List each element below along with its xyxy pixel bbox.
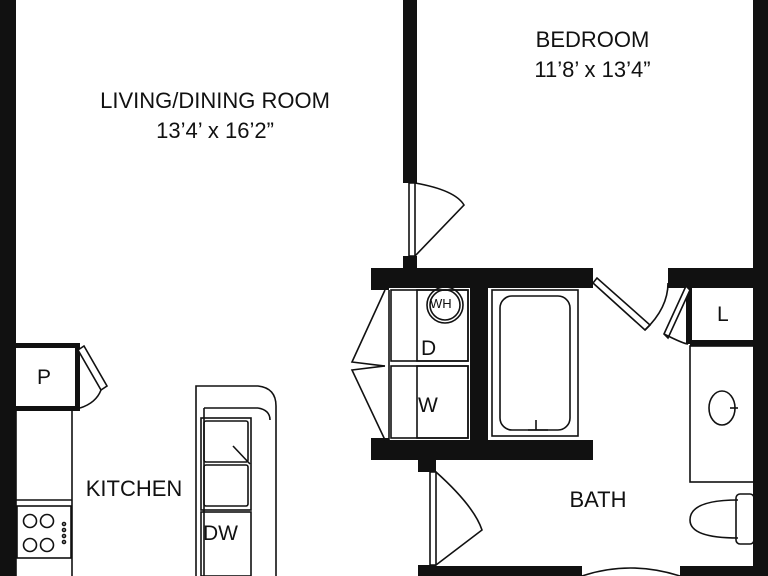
pantry-door <box>76 344 109 409</box>
water-heater-label: WH <box>430 296 452 311</box>
dishwasher <box>200 511 252 576</box>
bedroom-name: BEDROOM <box>535 27 650 52</box>
living-dining-label: LIVING/DINING ROOM 13’4’ x 16’2” <box>60 86 370 146</box>
bedroom-label: BEDROOM 11’8’ x 13’4” <box>480 25 705 85</box>
bottom-door <box>581 567 681 576</box>
dryer-label: D <box>421 337 437 360</box>
pantry-label: P <box>37 366 52 389</box>
dishwasher-label: DW <box>203 522 238 545</box>
vanity <box>689 345 755 483</box>
bathtub <box>491 289 579 437</box>
linen-label: L <box>717 303 729 326</box>
laundry-closet <box>350 286 469 441</box>
washer-label: W <box>418 394 438 417</box>
stove <box>16 505 72 559</box>
toilet <box>689 493 755 545</box>
kitchen-island <box>195 385 277 576</box>
living-dining-dims: 13’4’ x 16’2” <box>156 118 274 143</box>
bath-hall-door <box>429 471 483 566</box>
water-heater <box>426 286 464 324</box>
kitchen-counters <box>15 411 73 576</box>
kitchen-name: KITCHEN <box>85 476 183 501</box>
kitchen-label: KITCHEN <box>74 474 194 504</box>
bath-name: BATH <box>569 487 627 512</box>
bedroom-door <box>408 182 466 257</box>
bath-label: BATH <box>548 485 648 515</box>
linen-door <box>663 284 691 345</box>
pantry <box>14 343 109 411</box>
living-dining-name: LIVING/DINING ROOM <box>100 88 330 113</box>
bedroom-dims: 11’8’ x 13’4” <box>534 57 651 82</box>
laundry-bifold-doors <box>350 289 386 441</box>
sink <box>200 417 252 511</box>
bath-entry-door <box>591 276 669 332</box>
